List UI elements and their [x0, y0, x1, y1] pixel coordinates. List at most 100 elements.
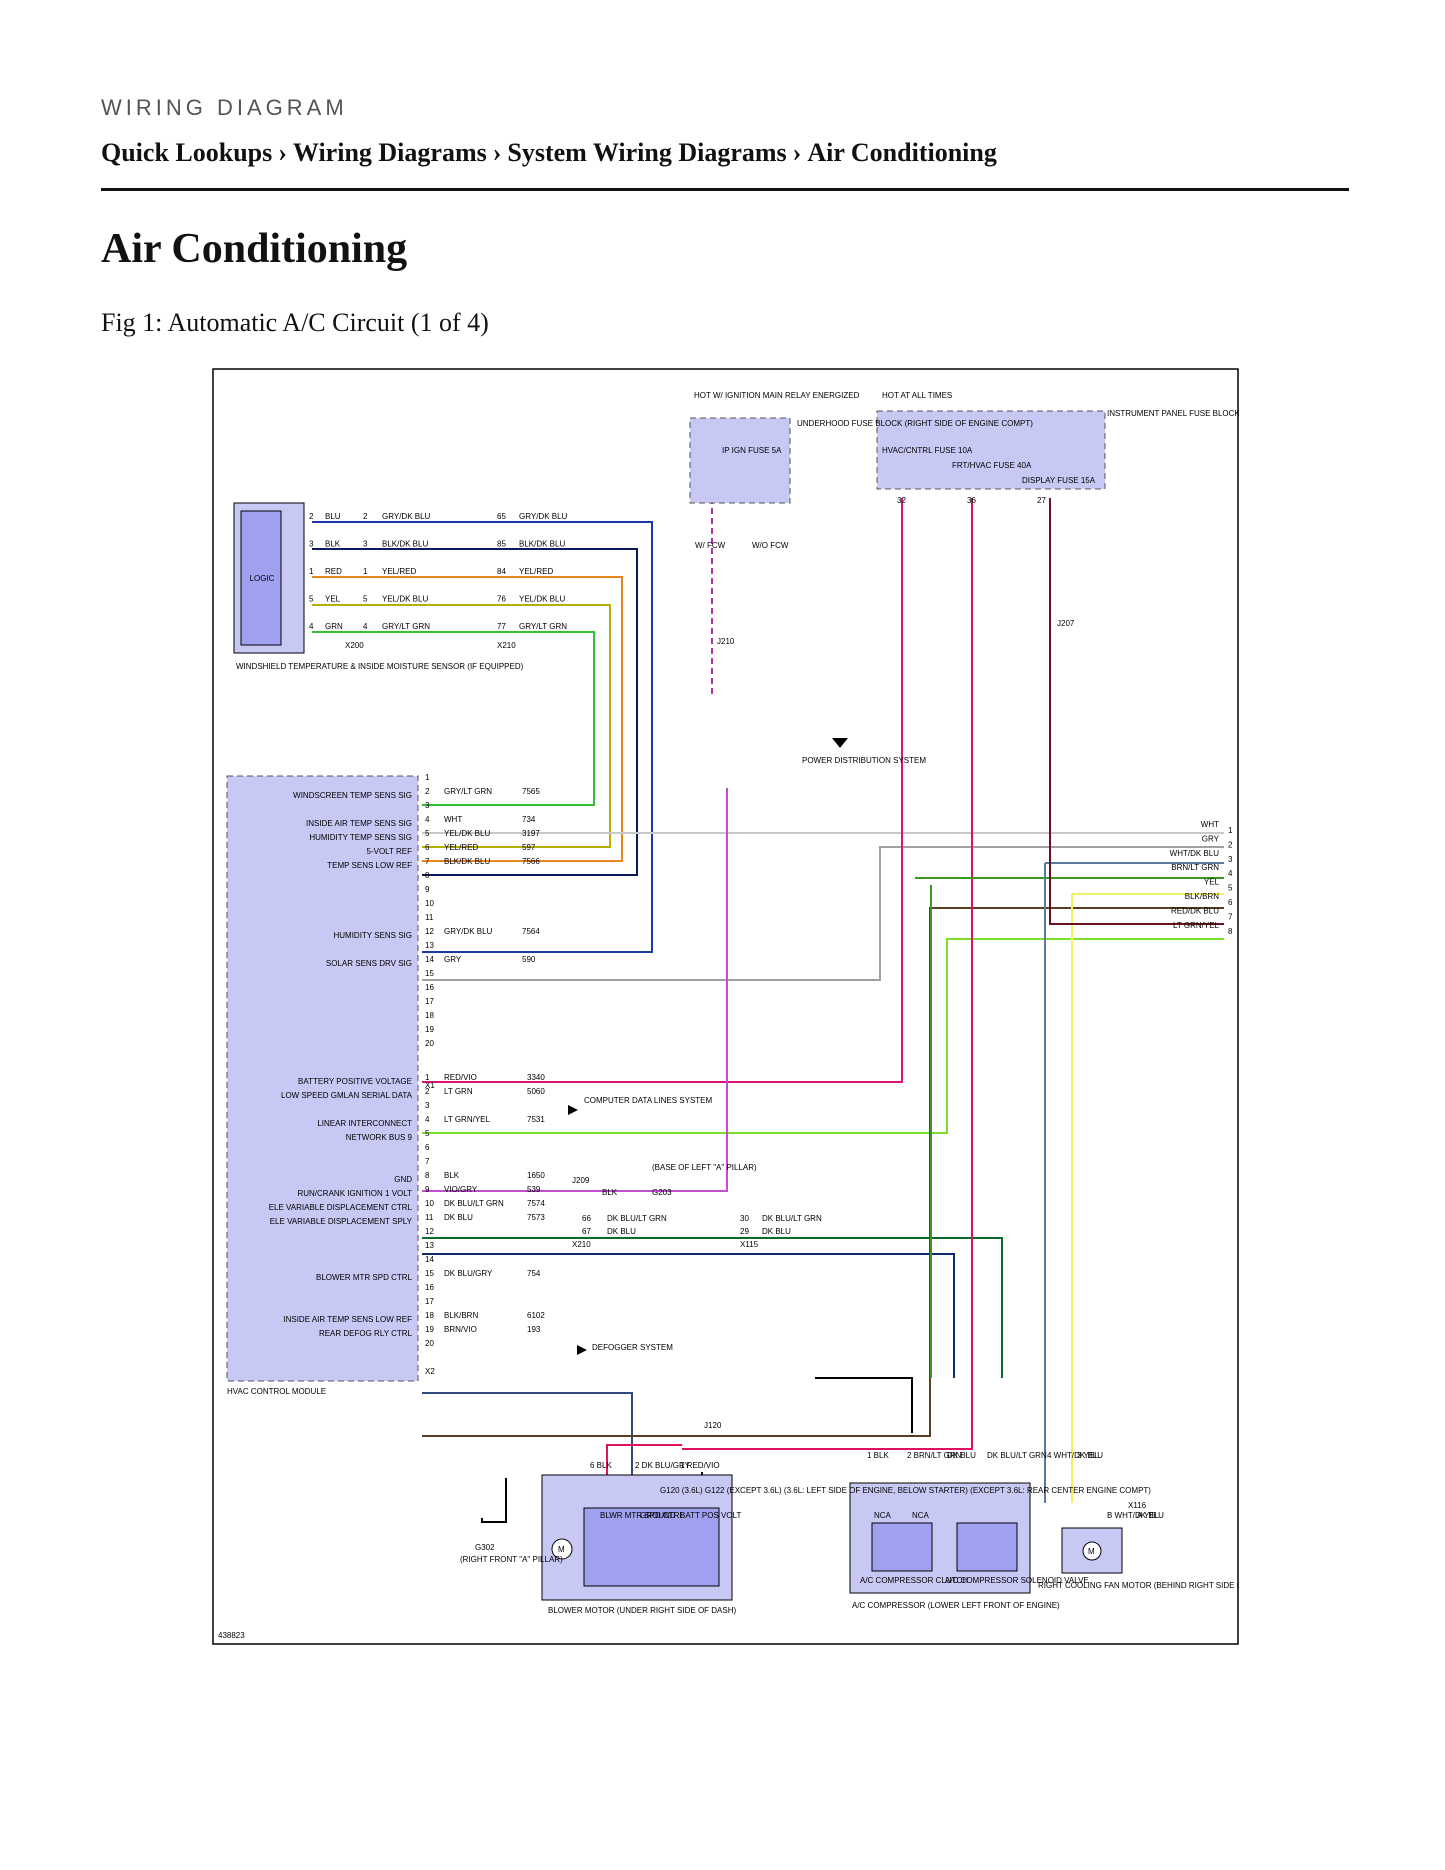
blower-motor-letter: M	[558, 1545, 565, 1554]
compressor-wire-label: DK BLU/LT GRN	[987, 1451, 1047, 1460]
pin-30: 30	[740, 1214, 749, 1223]
x2-pin-number: 15	[425, 1269, 434, 1278]
x2-wire-color: BLK	[444, 1171, 460, 1180]
breadcrumb-wiring-diagrams[interactable]: Wiring Diagrams	[292, 138, 487, 167]
x2-pin-number: 19	[425, 1325, 434, 1334]
x200-wire-color: YEL/DK BLU	[382, 595, 428, 604]
x2-wire-color: DK BLU/LT GRN	[444, 1199, 504, 1208]
fan-wire-label: 4 WHT/DK BLU	[1047, 1451, 1103, 1460]
right-connector-wire: LT GRN/YEL	[1173, 921, 1219, 930]
x1-pin-number: 1	[425, 773, 430, 782]
x1-pin-number: 17	[425, 997, 434, 1006]
x2-circuit-number: 5060	[527, 1087, 545, 1096]
x2-circuit-number: 7531	[527, 1115, 545, 1124]
defogger-arrow	[577, 1345, 587, 1355]
x2-circuit-number: 1650	[527, 1171, 545, 1180]
x1-circuit-number: 7565	[522, 787, 540, 796]
power-distribution-label: POWER DISTRIBUTION SYSTEM	[802, 756, 926, 765]
sensor-pin: 3	[309, 540, 314, 549]
x1-pin-number: 16	[425, 983, 434, 992]
x115-label: X115	[740, 1240, 759, 1249]
instrument-block-name: INSTRUMENT PANEL FUSE BLOCK (RIGHT KICK …	[1107, 409, 1239, 418]
pin-67: 67	[582, 1227, 591, 1236]
x1-circuit-number: 7564	[522, 927, 540, 936]
right-connector-wire: BRN/LT GRN	[1171, 863, 1219, 872]
right-connector-wire: WHT/DK BLU	[1170, 849, 1220, 858]
x1-pin-number: 4	[425, 815, 430, 824]
pin-29: 29	[740, 1227, 749, 1236]
x2-circuit-number: 3340	[527, 1073, 545, 1082]
x2-wire-color: DK BLU/GRY	[444, 1269, 493, 1278]
x200-wire-color: YEL/RED	[382, 567, 416, 576]
section-eyebrow: WIRING DIAGRAM	[101, 95, 348, 120]
x200-pin: 5	[363, 595, 368, 604]
header-divider	[101, 188, 1349, 191]
nca-label: NCA	[874, 1511, 892, 1520]
fuse-display: DISPLAY FUSE 15A	[1022, 476, 1096, 485]
blower-wire-label: 2 DK BLU/GRY	[635, 1461, 691, 1470]
right-connector-pin: 2	[1228, 840, 1233, 849]
figure-caption: Fig 1: Automatic A/C Circuit (1 of 4)	[101, 308, 489, 337]
wire-dk-blu-lt-grn-right: DK BLU/LT GRN	[762, 1214, 822, 1223]
fan-name: RIGHT COOLING FAN MOTOR (BEHIND RIGHT SI…	[1038, 1581, 1239, 1590]
figure-id: 438823	[218, 1631, 245, 1640]
g302-note: (RIGHT FRONT "A" PILLAR)	[460, 1555, 563, 1564]
x200-wire-color: BLK/DK BLU	[382, 540, 428, 549]
x2-pin-number: 2	[425, 1087, 430, 1096]
x1-pin-number: 6	[425, 843, 430, 852]
power-dist-arrow	[832, 738, 848, 748]
sensor-wire-color: BLU	[325, 512, 341, 521]
x2-wire-color: LT GRN/YEL	[444, 1115, 490, 1124]
x2-pin-number: 12	[425, 1227, 434, 1236]
breadcrumb-air-conditioning[interactable]: Air Conditioning	[807, 138, 997, 167]
x1-signal-label: HUMIDITY SENS SIG	[333, 931, 412, 940]
blower-pin-label: BATT POS VOLT	[680, 1511, 741, 1520]
x210-pin: 65	[497, 512, 506, 521]
x2-pin-number: 4	[425, 1115, 430, 1124]
right-connector-pin: 6	[1228, 898, 1233, 907]
x200-pin: 3	[363, 540, 368, 549]
x2-circuit-number: 7574	[527, 1199, 545, 1208]
x200-pin: 2	[363, 512, 368, 521]
g203-label: G203	[652, 1188, 672, 1197]
breadcrumb-separator: ›	[492, 138, 502, 167]
x210-pin: 85	[497, 540, 506, 549]
x2-pin-number: 20	[425, 1339, 434, 1348]
wire-layer	[312, 498, 1224, 1523]
clutch-label: A/C COMPRESSOR CLUTCH	[860, 1576, 968, 1585]
x2-signal-label: ELE VARIABLE DISPLACEMENT SPLY	[270, 1217, 413, 1226]
x1-pin-number: 10	[425, 899, 434, 908]
sensor-wire-color: BLK	[325, 540, 341, 549]
right-connector-wire: GRY	[1202, 834, 1220, 843]
x1-pin-number: 9	[425, 885, 430, 894]
breadcrumb-separator: ›	[278, 138, 287, 167]
x2-label: X2	[425, 1367, 435, 1376]
breadcrumb-quick-lookups[interactable]: Quick Lookups	[101, 138, 273, 167]
x200-wire-color: GRY/LT GRN	[382, 622, 430, 631]
sensor-pin: 1	[309, 567, 314, 576]
x1-pin-number: 13	[425, 941, 434, 950]
x2-wire-color: BLK/BRN	[444, 1311, 478, 1320]
pin-66: 66	[582, 1214, 591, 1223]
x2-wire-color: DK BLU	[444, 1213, 473, 1222]
underhood-hot-label: HOT W/ IGNITION MAIN RELAY ENERGIZED	[694, 391, 860, 400]
right-connector-pin: 5	[1228, 884, 1233, 893]
breadcrumb-separator: ›	[792, 138, 802, 167]
compressor-wire-label: DK BLU	[947, 1451, 976, 1460]
x1-signal-label: SOLAR SENS DRV SIG	[326, 959, 412, 968]
x1-pin-number: 18	[425, 1011, 434, 1020]
j209-label: J209	[572, 1176, 590, 1185]
fuse-hvac: HVAC/CNTRL FUSE 10A	[882, 446, 973, 455]
x210-wire-color: GRY/LT GRN	[519, 622, 567, 631]
computer-data-label: COMPUTER DATA LINES SYSTEM	[584, 1096, 713, 1105]
x2-pin-number: 13	[425, 1241, 434, 1250]
sensor-logic-label: LOGIC	[250, 574, 275, 583]
instrument-fuse-block	[876, 410, 1106, 490]
breadcrumb-system-wiring-diagrams[interactable]: System Wiring Diagrams	[507, 138, 787, 167]
x1-pin-number: 5	[425, 829, 430, 838]
x1-pin-number: 20	[425, 1039, 434, 1048]
x1-pin-number: 7	[425, 857, 430, 866]
right-connector-wire: BLK/BRN	[1185, 892, 1219, 901]
x1-circuit-number: 597	[522, 843, 536, 852]
x200-pin: 1	[363, 567, 368, 576]
